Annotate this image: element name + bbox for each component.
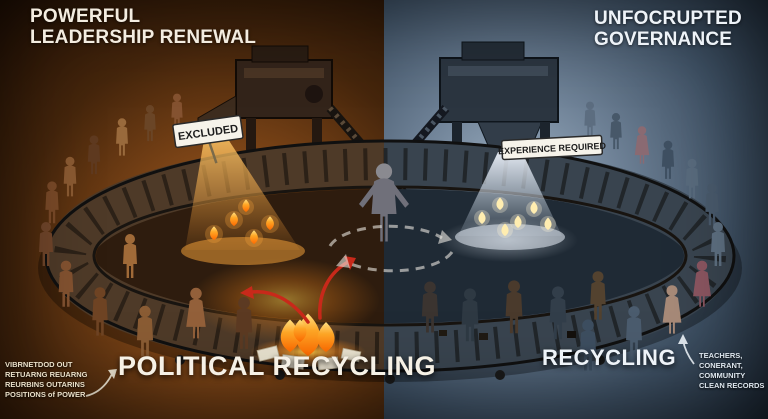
right-caption: RECYCLING	[542, 345, 677, 370]
right-note-line: TEACHERS,	[699, 351, 743, 360]
person-silhouette	[63, 156, 77, 197]
right-title-line1: UNFOCRUPTED	[594, 8, 742, 29]
left-note-line: POSITIONS of POWER	[5, 389, 86, 399]
note-arrow-right	[678, 334, 695, 365]
right-note-line: CONERANT,	[699, 360, 743, 370]
person-silhouette	[685, 158, 699, 199]
left-note: VIBRNETDOD OUT RETUARNG REUARNG REURBINS…	[5, 360, 95, 400]
glow-figures-left	[205, 199, 279, 247]
note-arrow-left	[85, 369, 117, 397]
right-note: TEACHERS, CONERANT, COMMUNITY CLEAN RECO…	[699, 351, 765, 391]
left-title: POWERFUL LEADERSHIP RENEWAL	[30, 6, 256, 48]
recycle-loop-arrows	[328, 224, 454, 273]
left-title-line2: LEADERSHIP RENEWAL	[30, 26, 256, 48]
left-note-line: RETUARNG REUARNG	[5, 369, 88, 379]
person-silhouette	[116, 118, 128, 156]
person-silhouette	[144, 105, 156, 142]
burning-papers	[256, 345, 362, 371]
left-caption: POLITICAL RECYCLING	[118, 351, 437, 381]
person-silhouette	[584, 101, 596, 137]
left-title-line1: POWERFUL	[30, 6, 141, 27]
left-note-line: VIBRNETDOD OUT	[5, 360, 73, 369]
person-silhouette	[45, 181, 59, 224]
experience-required-sign: EXPERIENCE REQUIRED	[498, 134, 607, 161]
center-figure	[359, 163, 409, 242]
right-note-line: CLEAN RECORDS	[699, 380, 765, 390]
left-note-line: REURBINS OUTARINS	[5, 379, 85, 389]
person-silhouette	[610, 113, 622, 150]
belt-rollers	[175, 355, 605, 384]
briefcase	[479, 333, 488, 340]
crowd-belt-front	[421, 271, 606, 342]
glow-figures-right	[474, 197, 556, 238]
person-silhouette	[87, 135, 101, 175]
briefcase	[439, 330, 447, 336]
person-silhouette	[661, 140, 675, 179]
right-title: UNFOCRUPTED GOVERNANCE	[594, 8, 742, 50]
right-note-line: COMMUNITY	[699, 370, 746, 380]
briefcase	[567, 331, 576, 338]
right-title-line2: GOVERNANCE	[594, 28, 733, 50]
person-silhouette	[634, 126, 650, 164]
excluded-sign: EXCLUDED	[172, 114, 244, 164]
